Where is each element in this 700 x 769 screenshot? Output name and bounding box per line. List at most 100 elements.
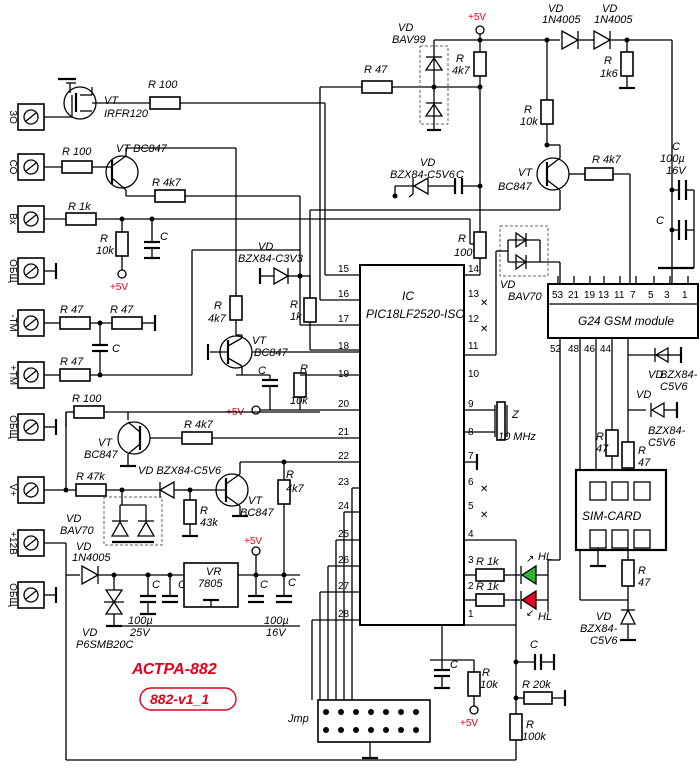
- connector-v-plus: V+: [7, 476, 45, 504]
- connector-label-12v: +12В: [7, 531, 18, 555]
- svg-text:+5V: +5V: [244, 536, 262, 547]
- svg-text:BAV70: BAV70: [508, 291, 543, 303]
- ic-pic18lf2520: IC PIC18LF2520-ISO: [359, 264, 465, 626]
- svg-text:C: C: [160, 231, 168, 243]
- svg-text:R 47: R 47: [60, 304, 84, 316]
- resistor-10k-a: [540, 99, 554, 125]
- svg-text:R: R: [200, 505, 208, 517]
- svg-text:47: 47: [638, 457, 651, 469]
- sim-card-holder: SIM-CARD: [574, 468, 668, 552]
- svg-text:R 20k: R 20k: [522, 679, 551, 691]
- svg-text:10k: 10k: [290, 395, 308, 407]
- connector-zo: ЗО: [7, 103, 45, 131]
- jumper-pin[interactable]: [383, 727, 389, 733]
- svg-text:VD: VD: [596, 611, 611, 623]
- jumper-pin[interactable]: [338, 727, 344, 733]
- ic-pin-left: 15: [338, 264, 350, 275]
- label-r47-top: R 47: [364, 64, 388, 76]
- regulator-vr-7805: VR 7805: [183, 562, 239, 608]
- ic-pin-left: 16: [338, 289, 350, 300]
- svg-text:BAV70: BAV70: [60, 525, 95, 537]
- svg-text:VD: VD: [82, 627, 97, 639]
- gsm-pin-top: 3: [664, 290, 670, 301]
- svg-text:16V: 16V: [666, 165, 687, 177]
- svg-text:4k7: 4k7: [286, 483, 305, 495]
- jumper-pin[interactable]: [413, 709, 419, 715]
- resistor-4k7-vt: [229, 295, 243, 321]
- svg-text:100µ: 100µ: [660, 153, 685, 165]
- jumper-pin[interactable]: [353, 709, 359, 715]
- svg-text:VD: VD: [648, 369, 663, 381]
- svg-text:47: 47: [596, 443, 609, 455]
- jumper-pin[interactable]: [368, 727, 374, 733]
- jumper-pin[interactable]: [338, 709, 344, 715]
- connector-label-bx: Вх: [7, 213, 18, 225]
- diode-vd-1n4005-a: VD 1N4005: [542, 3, 581, 51]
- svg-text:R: R: [286, 469, 294, 481]
- connector-label-co: СО: [7, 160, 18, 175]
- svg-text:+5V: +5V: [110, 282, 128, 293]
- connector-tm-plus: +ТМ: [7, 361, 45, 389]
- jumper-block[interactable]: [317, 699, 431, 743]
- zener-vd-bzx84-top: VD BZX84-C5V6: [390, 157, 456, 198]
- gsm-label: G24 GSM module: [578, 314, 674, 328]
- transistor-vt-bc847-d: VT BC847: [84, 421, 151, 461]
- svg-text:C: C: [258, 365, 266, 377]
- label-jmp: Jmp: [287, 713, 309, 725]
- label-vt: VT: [104, 95, 119, 107]
- label-4k7: 4k7: [452, 65, 471, 77]
- svg-text:VD: VD: [66, 513, 81, 525]
- label-vd: VD: [548, 3, 563, 15]
- ic-pin-right: 9: [468, 399, 474, 410]
- svg-text:BC847: BC847: [498, 181, 533, 193]
- ic-label: IC: [402, 289, 414, 303]
- svg-text:HL: HL: [538, 551, 552, 563]
- jumper-pin[interactable]: [323, 727, 329, 733]
- ic-pin-right: 3: [468, 555, 474, 566]
- svg-text:1N4005: 1N4005: [72, 552, 111, 564]
- svg-text:R: R: [526, 719, 534, 731]
- connector-12v: +12В: [7, 529, 45, 557]
- svg-text:BZX84-C3V3: BZX84-C3V3: [238, 253, 304, 265]
- jumper-pin[interactable]: [353, 727, 359, 733]
- resistor-r100-top: [149, 96, 181, 110]
- jumper-pin[interactable]: [413, 727, 419, 733]
- connector-column: ЗО СО Вх ОБЩ -ТМ +ТМ ОБЩ V+ +12В ОБЩ: [7, 103, 45, 609]
- gsm-pin-top: 21: [568, 290, 580, 301]
- jumper-pin[interactable]: [383, 709, 389, 715]
- svg-text:R 100: R 100: [72, 393, 102, 405]
- jumper-pin[interactable]: [368, 709, 374, 715]
- resistor-1k-hl2: [475, 593, 505, 607]
- svg-text:C5V6: C5V6: [648, 437, 676, 449]
- label-vd-bav99-a: VD: [398, 22, 413, 34]
- svg-text:↗: ↗: [526, 554, 534, 565]
- svg-text:C: C: [672, 141, 680, 153]
- transistor-vt-bc847-c: VT BC847: [206, 335, 289, 369]
- gsm-pin-bottom: 52: [550, 344, 562, 355]
- connector-tm-minus: -ТМ: [7, 309, 45, 337]
- svg-text:10 MHz: 10 MHz: [498, 431, 536, 443]
- ic-pin-left: 24: [338, 501, 350, 512]
- resistor-1k6: [620, 51, 634, 77]
- svg-text:R 1k: R 1k: [476, 581, 499, 593]
- svg-text:C: C: [450, 659, 458, 671]
- ic-name: PIC18LF2520-ISO: [366, 307, 465, 321]
- version: 882-v1_1: [150, 691, 209, 707]
- svg-text:C: C: [656, 215, 664, 227]
- resistor-100-obsh: [73, 405, 105, 419]
- svg-text:VD: VD: [420, 157, 435, 169]
- svg-text:R: R: [638, 445, 646, 457]
- svg-text:10k: 10k: [520, 116, 538, 128]
- label-plus5v: +5V: [468, 12, 486, 23]
- jumper-pin[interactable]: [398, 727, 404, 733]
- svg-text:R: R: [100, 233, 108, 245]
- jumper-pin[interactable]: [398, 709, 404, 715]
- svg-text:C: C: [112, 343, 120, 355]
- svg-text:C: C: [178, 579, 186, 591]
- resistor-4k7-d: [181, 431, 213, 445]
- svg-text:VD BZX84-C5V6: VD BZX84-C5V6: [138, 465, 222, 477]
- jumper-pin[interactable]: [323, 709, 329, 715]
- svg-text:10k: 10k: [480, 679, 498, 691]
- zener-vd-bzx84-b: VD BZX84- C5V6: [636, 389, 686, 449]
